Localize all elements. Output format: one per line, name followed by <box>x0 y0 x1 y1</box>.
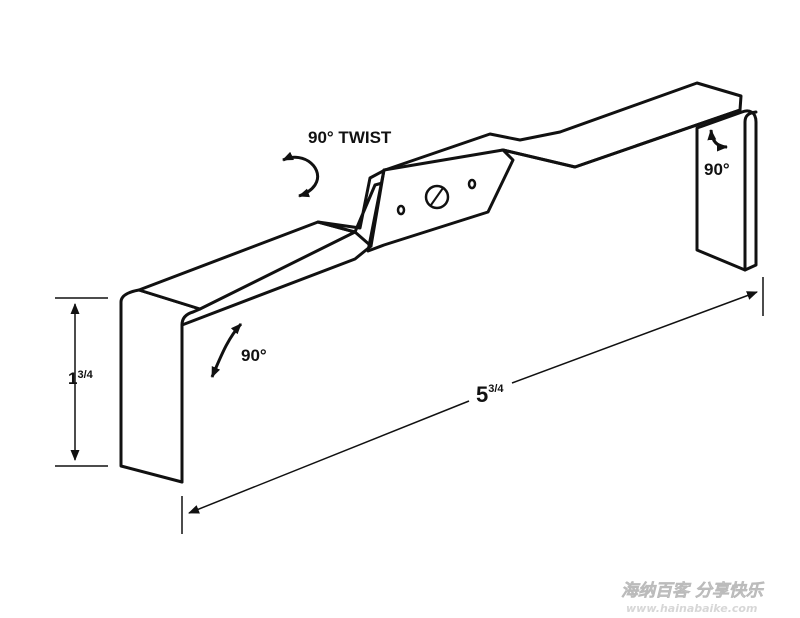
watermark: 海纳百客 分享快乐 www.hainabaike.com <box>621 581 765 615</box>
twist-arrow-icon <box>282 151 320 198</box>
right-small-hole <box>467 178 477 190</box>
right-leg <box>695 109 758 272</box>
height-dimension <box>55 297 108 467</box>
length-dimension-label: 53/4 <box>476 382 504 407</box>
length-fraction: 3/4 <box>488 383 504 395</box>
height-fraction: 3/4 <box>77 369 93 381</box>
plate-holes <box>396 178 477 216</box>
height-dimension-label: 13/4 <box>68 369 94 388</box>
inner-angle-arrow-icon <box>210 322 243 378</box>
height-whole: 1 <box>68 369 77 388</box>
twist-label: 90° TWIST <box>308 128 392 147</box>
left-leg <box>119 288 202 484</box>
left-small-hole <box>396 204 406 216</box>
inner-angle-label: 90° <box>241 346 267 365</box>
bracket-inner-lines <box>180 108 758 484</box>
watermark-line1: 海纳百客 分享快乐 <box>621 581 765 601</box>
watermark-line2: www.hainabaike.com <box>626 602 757 615</box>
length-dimension <box>181 277 764 534</box>
top-right-angle-arrow-icon <box>707 129 728 152</box>
bracket-shape <box>119 81 758 484</box>
top-right-angle-label: 90° <box>704 160 730 179</box>
left-flange <box>137 220 357 311</box>
length-whole: 5 <box>476 382 488 407</box>
